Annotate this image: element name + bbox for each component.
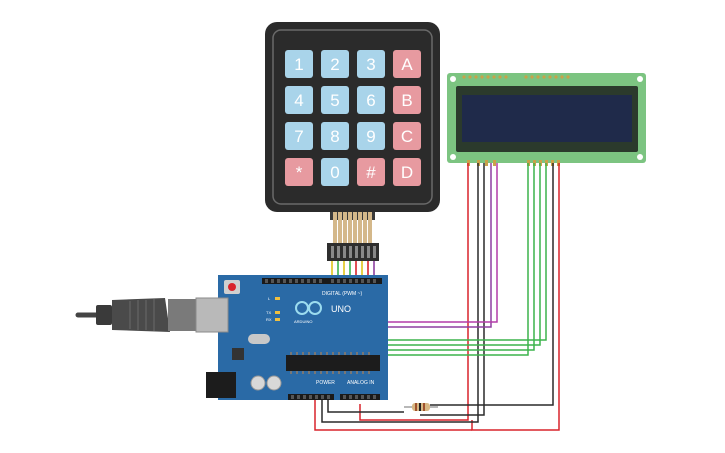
- keypad-border: [272, 29, 433, 205]
- keypad-key[interactable]: 6: [357, 86, 385, 114]
- reset-button-cap[interactable]: [228, 283, 236, 291]
- keypad-key-label: C: [401, 127, 413, 146]
- keypad-key[interactable]: 7: [285, 122, 313, 150]
- keypad-key[interactable]: 9: [357, 122, 385, 150]
- keypad-key-face[interactable]: [393, 158, 421, 186]
- keypad-key-face[interactable]: [357, 122, 385, 150]
- lcd-module[interactable]: [447, 73, 646, 166]
- lcd-mount-hole: [450, 154, 456, 160]
- keypad-key-label: *: [296, 163, 303, 182]
- analog-label: ANALOG IN: [347, 380, 375, 386]
- lcd-mount-hole: [637, 154, 643, 160]
- wire-black-lcd-rw: [420, 163, 485, 416]
- wire-red-5v: [314, 400, 472, 431]
- keypad-connector: [327, 243, 379, 261]
- atmega-chip: [286, 355, 380, 371]
- keypad-key-face[interactable]: [321, 158, 349, 186]
- led-rx: [275, 318, 280, 321]
- model-label: UNO: [331, 304, 351, 314]
- lcd-screen: [462, 95, 632, 142]
- keypad-key-label: D: [401, 163, 413, 182]
- usb-cable[interactable]: [75, 298, 226, 332]
- led-rx-label: RX: [266, 317, 272, 322]
- wire-black-gnd2: [327, 400, 404, 413]
- analog-header: [340, 394, 380, 400]
- keypad-key-face[interactable]: [357, 86, 385, 114]
- atmega-pins: [290, 352, 370, 374]
- keypad-key-label: A: [401, 55, 413, 74]
- keypad-key-face[interactable]: [393, 86, 421, 114]
- keypad-key-label: 0: [330, 163, 339, 182]
- keypad-ribbon-base: [330, 212, 375, 220]
- arduino-usb-jack: [195, 297, 229, 333]
- power-jack: [206, 372, 236, 398]
- lcd-mount-hole: [450, 76, 456, 82]
- keypad-key-face[interactable]: [321, 50, 349, 78]
- keypad-key[interactable]: 8: [321, 122, 349, 150]
- keypad[interactable]: 1 2 3 A 4 5 6 B 7 8 9 C * 0 # D: [265, 22, 440, 278]
- keypad-connector-pins: [331, 246, 376, 258]
- capacitor: [250, 375, 266, 391]
- keypad-key-label: 7: [294, 127, 303, 146]
- brand-label: ARDUINO: [294, 319, 312, 324]
- digital-label: DIGITAL (PWM ~): [322, 291, 362, 297]
- keypad-key[interactable]: 5: [321, 86, 349, 114]
- keypad-key[interactable]: D: [393, 158, 421, 186]
- keypad-key-label: 9: [366, 127, 375, 146]
- bottom-header-pins: [291, 395, 376, 399]
- crystal: [248, 334, 270, 344]
- keypad-key-label: 4: [294, 91, 303, 110]
- keypad-key-label: B: [401, 91, 412, 110]
- led-l-label: L: [268, 296, 271, 301]
- usb-plug: [168, 299, 198, 331]
- lcd-header-pins: [462, 75, 570, 79]
- led-tx-label: TX: [266, 310, 271, 315]
- led-l: [275, 297, 280, 300]
- led-tx: [275, 311, 280, 314]
- keypad-key-face[interactable]: [285, 86, 313, 114]
- keypad-key-face[interactable]: [393, 50, 421, 78]
- keypad-key-face[interactable]: [357, 158, 385, 186]
- keypad-key-label: 8: [330, 127, 339, 146]
- capacitor: [266, 375, 282, 391]
- resistor[interactable]: [404, 403, 438, 411]
- keypad-key[interactable]: A: [393, 50, 421, 78]
- keypad-key[interactable]: 2: [321, 50, 349, 78]
- keypad-key-face[interactable]: [357, 50, 385, 78]
- keypad-key-face[interactable]: [285, 158, 313, 186]
- keypad-key-label: 2: [330, 55, 339, 74]
- power-label: POWER: [316, 380, 335, 386]
- digital-header-pins: [265, 279, 376, 283]
- lcd-mount-hole: [637, 76, 643, 82]
- arduino-board[interactable]: DIGITAL (PWM ~) ARDUINO UNO L TX RX: [195, 275, 388, 400]
- keypad-ribbon: [333, 212, 372, 244]
- keypad-key[interactable]: *: [285, 158, 313, 186]
- keypad-key-label: 6: [366, 91, 375, 110]
- keypad-key-face[interactable]: [393, 122, 421, 150]
- wire-black-lcd-k: [430, 163, 554, 406]
- keypad-key[interactable]: 3: [357, 50, 385, 78]
- keypad-key[interactable]: #: [357, 158, 385, 186]
- keypad-key-label: 5: [330, 91, 339, 110]
- keypad-key-label: 3: [366, 55, 375, 74]
- keypad-key-label: #: [366, 163, 376, 182]
- keypad-key[interactable]: B: [393, 86, 421, 114]
- voltage-regulator: [232, 348, 244, 360]
- keypad-key-face[interactable]: [285, 50, 313, 78]
- keypad-key[interactable]: 1: [285, 50, 313, 78]
- keypad-key-face[interactable]: [321, 86, 349, 114]
- keypad-key[interactable]: 0: [321, 158, 349, 186]
- keypad-key-face[interactable]: [285, 122, 313, 150]
- arduino-logo: [295, 301, 322, 315]
- wire-black-lcd-gnd: [321, 163, 479, 423]
- keypad-key[interactable]: 4: [285, 86, 313, 114]
- keypad-key-label: 1: [294, 55, 303, 74]
- keypad-key-face[interactable]: [321, 122, 349, 150]
- keypad-key[interactable]: C: [393, 122, 421, 150]
- wire-red-lcd-anode: [471, 163, 560, 431]
